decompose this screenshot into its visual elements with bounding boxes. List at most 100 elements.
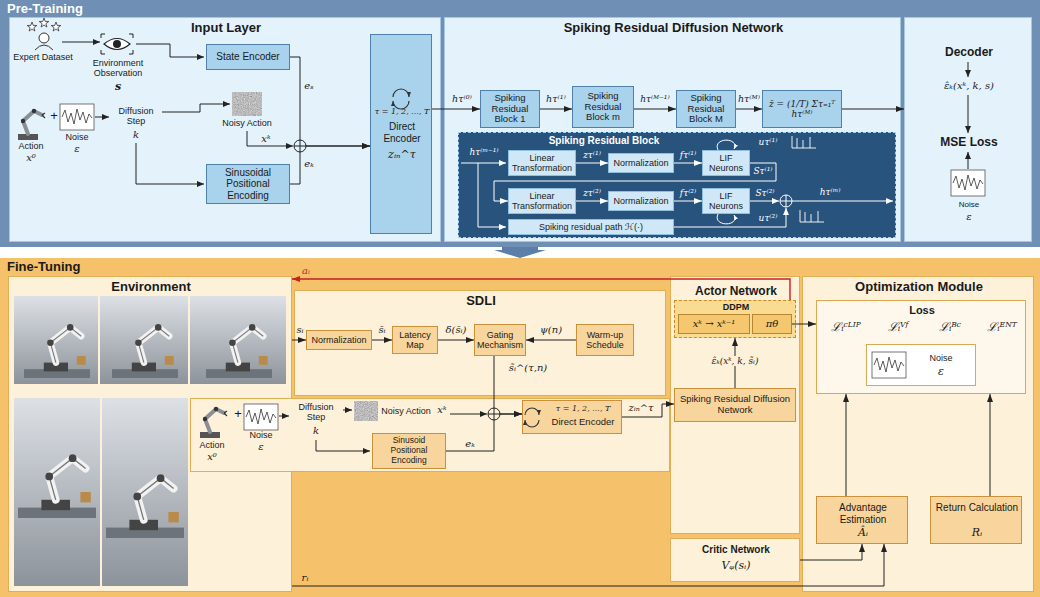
illustration-part (112, 324, 178, 378)
node-label: State Encoder (216, 51, 279, 63)
node-label: LIF Neurons (705, 191, 747, 212)
illustration-part (968, 62, 969, 77)
annotation-label: Noisy Action (221, 118, 273, 128)
illustration-part (95, 117, 109, 118)
node-text: Noise (905, 200, 1033, 209)
illustration-part (792, 136, 816, 148)
illustration-part (35, 45, 53, 50)
illustration-part (525, 408, 539, 415)
node-text: Direct Encoder (371, 121, 433, 144)
illustration-part (39, 33, 49, 43)
ddpm-box: DDPMxᵏ → xᵏ⁻¹πθ (674, 300, 796, 338)
node-title: Environment (9, 280, 293, 295)
annotation-label: xᵏ (260, 133, 271, 145)
node-title: Fine-Tuning (7, 260, 207, 275)
node-title: Actor Network (671, 285, 801, 299)
node-title: Spiking Residual Diffusion Network (445, 21, 902, 36)
illustration-part (968, 152, 969, 169)
node-label: Sinusoid Positional Encoding (375, 436, 443, 465)
annotation-label: hτ⁽ᵐ⁾ (819, 187, 842, 197)
annotation-label: Noise (248, 430, 273, 440)
block-box: Spiking Residual Block m (572, 86, 634, 128)
illustration-part (18, 109, 45, 140)
section-panel: Optimization ModuleLossℒᵢᶜᴸᴵᴾℒᵢⱽᶠℒᵢᴮᶜℒᵢᴱ… (802, 276, 1034, 592)
illustration-part (780, 195, 792, 207)
illustration-part (354, 401, 378, 421)
illustration-part (106, 474, 184, 538)
connector (438, 340, 474, 341)
node-title: Optimization Module (803, 280, 1035, 295)
node-text: Vᵩ(sᵢ) (671, 560, 801, 573)
connector (292, 340, 306, 341)
illustration-part (113, 40, 121, 48)
connector (292, 544, 884, 586)
annotation-label: Diffusion Step (109, 106, 163, 127)
illustration-part (792, 201, 893, 202)
illustration-part (102, 398, 188, 586)
illustration-part (872, 352, 906, 378)
node-label: Spiking Residual Diffusion Network (677, 394, 793, 416)
annotation-label: uτ⁽²⁾ (758, 213, 779, 223)
node-label: Normalization (613, 158, 668, 168)
network-box: Spiking Residual Diffusion Network (674, 388, 796, 422)
policy-box: πθ (752, 314, 792, 334)
connector (372, 340, 392, 341)
illustration-part (206, 324, 272, 378)
illustration-part (200, 407, 227, 438)
process-box: Latency Map (392, 326, 438, 354)
step-box: xᵏ → xᵏ⁻¹ (678, 314, 750, 334)
annotation-label: Environment Observation (81, 58, 155, 79)
illustration-part (450, 414, 487, 415)
connector (846, 394, 847, 496)
illustration-part (343, 410, 352, 411)
node-label: Gating Mechanism (477, 330, 523, 351)
connector (990, 394, 991, 496)
illustration-part (14, 296, 98, 384)
edge-label: zᵢₙ^τ (627, 402, 654, 414)
node-text: ε (911, 366, 971, 379)
process-box: Warm-up Schedule (576, 324, 634, 356)
connector (674, 163, 702, 164)
node-label: Spiking Residual Block M (679, 93, 733, 126)
node-label: Sinusoidal Positional Encoding (209, 167, 287, 202)
node-label: z̄ = (1/T) Στ₌₁ᵀ hτ⁽ᴹ⁾ (765, 99, 839, 120)
node-title: SDLI (295, 294, 667, 309)
illustration-part (104, 39, 130, 50)
illustration-part (393, 89, 409, 97)
edge-label: hτ⁽ᴹ⁻¹⁾ (639, 94, 670, 104)
illustration-part (60, 104, 94, 130)
residual-box: Spiking residual path ℋ(·) (508, 219, 674, 235)
connector (842, 109, 904, 110)
node-text: ε̂ₖ(xᵏ, k, s) (905, 80, 1033, 92)
edge-label: s̃ᵢ^(τ,n) (508, 362, 548, 374)
connector (576, 163, 608, 164)
node-title: τ = 1, 2, ..., T (371, 107, 433, 116)
illustration-part (51, 22, 61, 31)
edge-label: ψ(n) (539, 324, 563, 336)
edge-label: hτ⁽ᴹ⁾ (737, 94, 761, 105)
illustration-part (27, 22, 37, 31)
node-label: Linear Transformation (511, 191, 573, 212)
process-box: Return CalculationRᵢ (930, 496, 1022, 544)
illustration-part (232, 92, 262, 116)
edge-label: s̄ᵢ (377, 324, 386, 336)
annotation-label: Expert Dataset (11, 52, 75, 62)
process-box: Normalization (306, 330, 372, 350)
illustration-part (247, 131, 293, 146)
illustration-part (39, 18, 49, 27)
node-label: Latency Map (395, 330, 435, 351)
encoder-box: τ = 1, 2, ..., TDirect Encoder (522, 400, 622, 434)
illustration-part (494, 247, 546, 258)
illustration-part (294, 140, 306, 152)
section-panel: Actor NetworkDDPMxᵏ → xᵏ⁻¹πθSpiking Resi… (670, 276, 800, 534)
block-box: Spiking Residual Block 1 (480, 90, 540, 129)
illustration-part (968, 95, 969, 133)
node-label: Normalization (613, 196, 668, 206)
annotation-label: Sτ⁽²⁾ (754, 188, 775, 198)
illustration-part (100, 296, 188, 384)
annotation-label: Noise (64, 132, 89, 142)
connector (800, 544, 862, 560)
connector (792, 324, 816, 325)
node-title: τ = 1, 2, ..., T (545, 404, 621, 413)
edge-label: fτ⁽²⁾ (679, 188, 697, 198)
